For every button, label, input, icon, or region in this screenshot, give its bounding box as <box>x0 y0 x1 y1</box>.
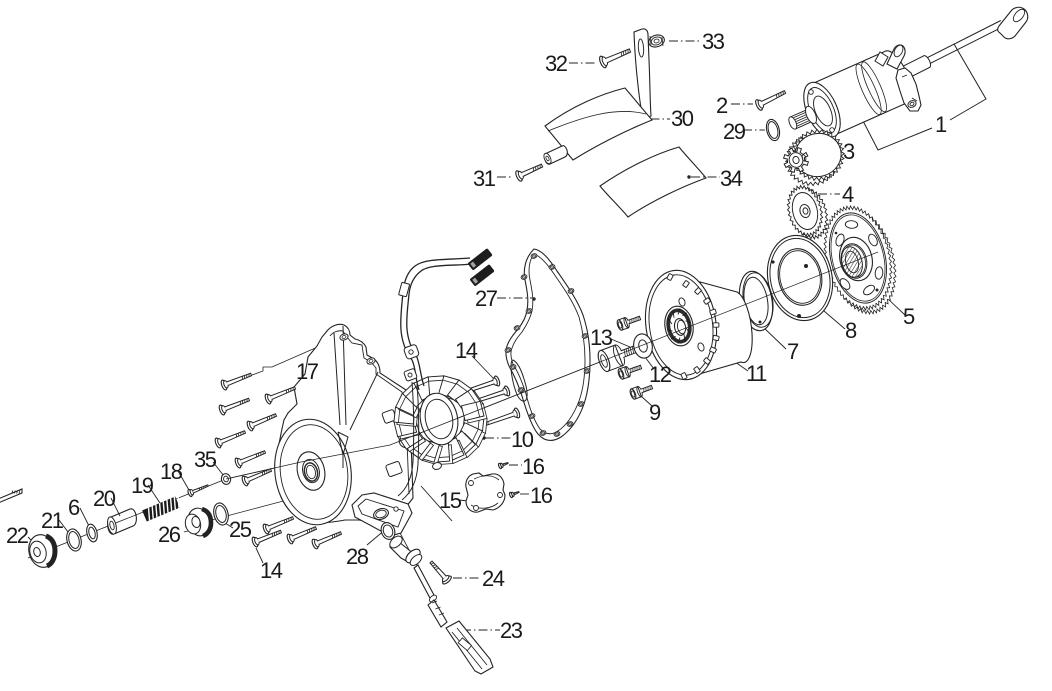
svg-text:24: 24 <box>482 566 505 591</box>
svg-text:29: 29 <box>723 119 746 144</box>
svg-text:3: 3 <box>843 139 855 164</box>
svg-text:2: 2 <box>716 93 728 118</box>
svg-text:15: 15 <box>439 488 462 513</box>
svg-text:8: 8 <box>845 318 857 343</box>
svg-text:1: 1 <box>935 112 947 137</box>
svg-text:14: 14 <box>260 558 283 583</box>
svg-text:31: 31 <box>473 166 496 191</box>
svg-text:28: 28 <box>346 544 369 569</box>
svg-text:17: 17 <box>296 359 319 384</box>
svg-text:22: 22 <box>6 523 29 548</box>
svg-text:27: 27 <box>475 286 498 311</box>
svg-text:26: 26 <box>158 522 181 547</box>
svg-text:16: 16 <box>522 454 545 479</box>
svg-text:25: 25 <box>229 517 252 542</box>
svg-text:23: 23 <box>500 618 523 643</box>
svg-text:13: 13 <box>590 325 613 350</box>
svg-text:10: 10 <box>511 427 534 452</box>
svg-text:35: 35 <box>194 447 217 472</box>
svg-text:21: 21 <box>41 508 64 533</box>
svg-text:16: 16 <box>530 483 553 508</box>
svg-text:7: 7 <box>787 339 799 364</box>
svg-text:19: 19 <box>131 473 154 498</box>
svg-text:32: 32 <box>545 51 568 76</box>
svg-text:18: 18 <box>160 459 183 484</box>
svg-text:6: 6 <box>68 495 80 520</box>
svg-text:14: 14 <box>455 338 478 363</box>
svg-text:33: 33 <box>702 29 725 54</box>
svg-text:20: 20 <box>93 486 116 511</box>
svg-text:5: 5 <box>903 304 915 329</box>
svg-text:12: 12 <box>649 362 672 387</box>
svg-text:4: 4 <box>842 182 854 207</box>
svg-text:9: 9 <box>649 400 661 425</box>
svg-text:30: 30 <box>671 106 694 131</box>
svg-text:11: 11 <box>746 361 767 386</box>
svg-text:34: 34 <box>720 166 743 191</box>
